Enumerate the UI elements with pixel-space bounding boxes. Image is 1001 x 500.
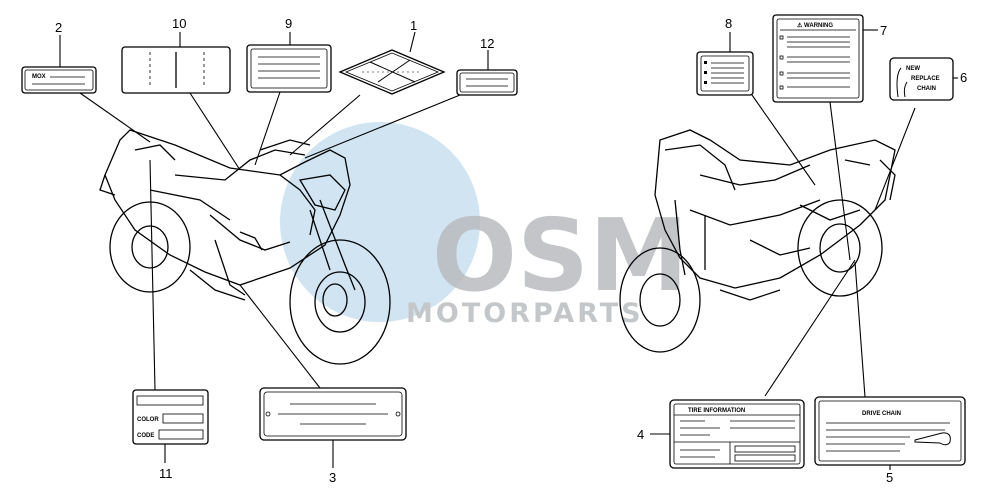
label-3 — [259, 387, 407, 441]
bike-body — [104, 129, 351, 286]
callout-8: 8 — [725, 16, 732, 31]
leader-lines — [59, 29, 958, 470]
callout-5: 5 — [886, 470, 893, 485]
label-5-drive-chain: DRIVE CHAIN — [814, 396, 966, 466]
callout-10: 10 — [172, 16, 186, 31]
front-wheel-right — [619, 247, 701, 353]
label-10 — [121, 46, 231, 94]
label-4-tire-information: TIRE INFORMATION — [669, 399, 805, 469]
rear-wheel-right — [797, 199, 883, 297]
watermark-subtitle: MOTORPARTS — [406, 298, 644, 329]
label-replace-text: REPLACE — [911, 76, 940, 82]
label-tire-info-text: TIRE INFORMATION — [688, 408, 745, 414]
label-11-color-code: COLOR CODE — [132, 389, 209, 445]
left-motorcycle-illustration — [99, 129, 391, 365]
label-warning-text: ⚠ WARNING — [797, 22, 833, 29]
label-7-warning: ⚠ WARNING — [772, 14, 864, 103]
label-6-new-replace-chain: NEW REPLACE CHAIN — [889, 57, 954, 101]
callout-11: 11 — [159, 466, 173, 481]
callout-1: 1 — [410, 18, 417, 33]
label-code-text: CODE — [137, 433, 154, 439]
callout-numbers: 1 2 3 4 5 6 7 8 9 10 11 12 — [55, 16, 967, 485]
callout-9: 9 — [285, 16, 292, 31]
front-wheel — [289, 239, 391, 365]
callout-6: 6 — [960, 70, 967, 85]
callout-3: 3 — [329, 470, 336, 485]
callout-7: 7 — [880, 23, 887, 38]
right-motorcycle-illustration — [619, 129, 896, 353]
label-9 — [246, 44, 332, 93]
callout-12: 12 — [480, 36, 494, 51]
watermark-globe — [280, 122, 480, 322]
label-12 — [456, 69, 518, 96]
label-drive-chain-text: DRIVE CHAIN — [862, 411, 901, 417]
watermark: OSM MOTORPARTS — [280, 122, 689, 329]
bike-body-right — [654, 129, 896, 289]
label-mox-text: MOX — [32, 74, 46, 80]
label-new-text: NEW — [906, 66, 920, 72]
label-1-emblem — [338, 49, 446, 95]
label-color-text: COLOR — [137, 417, 159, 423]
label-chain-text: CHAIN — [917, 86, 936, 92]
callout-4: 4 — [637, 427, 644, 442]
label-2-mox: MOX — [21, 66, 97, 94]
callout-2: 2 — [55, 20, 62, 35]
label-8 — [696, 51, 754, 96]
watermark-brand: OSM — [432, 197, 689, 314]
rear-wheel — [109, 201, 191, 293]
